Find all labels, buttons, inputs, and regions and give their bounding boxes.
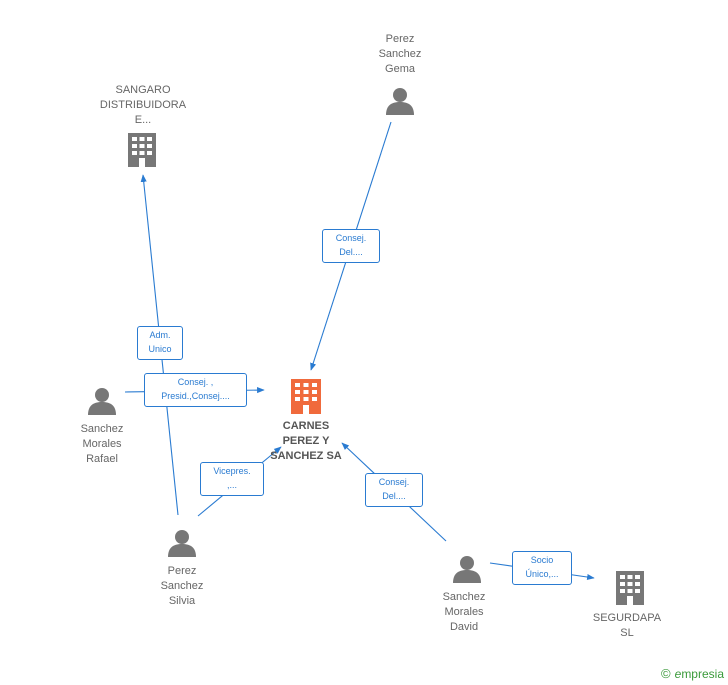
brand-name: mpresia [681, 667, 724, 681]
node-label-david[interactable]: Sanchez Morales David [442, 591, 486, 633]
node-label-sangaro[interactable]: SANGARO DISTRIBUIDORA E... [99, 84, 187, 126]
node-label-silvia[interactable]: Perez Sanchez Silvia [160, 565, 204, 607]
brand-initial: e [674, 667, 682, 681]
person-icon[interactable] [88, 388, 116, 415]
copyright-icon: © [661, 666, 671, 681]
node-label-carnes[interactable]: CARNES PEREZ Y SANCHEZ SA [270, 420, 342, 462]
person-icon[interactable] [386, 88, 414, 115]
edge-label-silvia-carnes[interactable]: Vicepres. ,... [200, 462, 264, 496]
node-label-gema[interactable]: Perez Sanchez Gema [378, 33, 422, 75]
building-icon[interactable] [291, 379, 321, 414]
person-icon[interactable] [168, 530, 196, 557]
building-icon[interactable] [616, 571, 644, 605]
person-icon[interactable] [453, 556, 481, 583]
edge-label-david-carnes[interactable]: Consej. Del.... [365, 473, 423, 507]
building-icon[interactable] [128, 133, 156, 167]
node-label-segurdapa[interactable]: SEGURDAPA SL [592, 612, 662, 639]
edge-label-rafael-carnes[interactable]: Consej. , Presid.,Consej.... [144, 373, 247, 407]
edge-label-david-segurdapa[interactable]: Socio Único,... [512, 551, 572, 585]
brand-logo: ©empresia [661, 666, 724, 681]
edge-label-silvia-sangaro[interactable]: Adm. Unico [137, 326, 183, 360]
node-label-rafael[interactable]: Sanchez Morales Rafael [80, 423, 124, 465]
edge-label-gema-carnes[interactable]: Consej. Del.... [322, 229, 380, 263]
